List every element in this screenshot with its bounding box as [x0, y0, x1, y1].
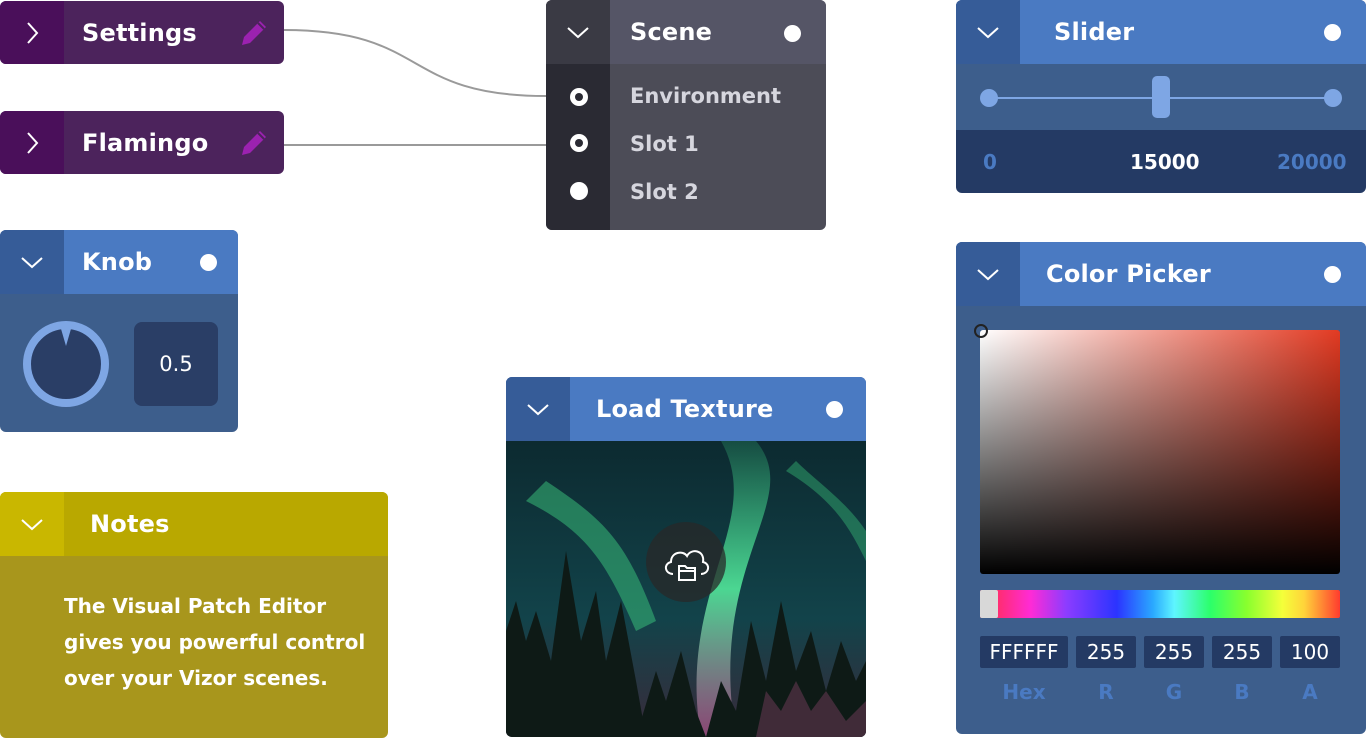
slider-min-end	[980, 89, 998, 107]
hue-handle[interactable]	[980, 590, 998, 618]
slot-port-environment[interactable]	[570, 88, 588, 106]
cloud-folder-icon	[665, 550, 709, 581]
expand-toggle-button[interactable]	[0, 1, 64, 64]
notes-node[interactable]: Notes The Visual Patch Editor gives you …	[0, 492, 388, 738]
green-input[interactable]: 255	[1144, 636, 1204, 668]
hex-label: Hex	[1002, 680, 1046, 704]
knob-value-field[interactable]: 0.5	[134, 322, 218, 406]
load-texture-node[interactable]: Load Texture	[506, 377, 866, 737]
knob-node[interactable]: Knob 0.5	[0, 230, 238, 432]
hue-slider[interactable]	[980, 590, 1340, 618]
node-title: Load Texture	[596, 395, 774, 423]
slot-label-slot-1: Slot 1	[630, 132, 699, 156]
upload-texture-button[interactable]	[646, 522, 726, 602]
color-picker-node[interactable]: Color Picker FFFFFF 255 255 255 100 Hex …	[956, 242, 1366, 734]
output-port[interactable]	[200, 254, 217, 271]
red-label: R	[1098, 680, 1114, 704]
chevron-down-icon	[21, 519, 43, 531]
node-title: Flamingo	[82, 128, 209, 157]
slider-max-label: 20000	[1277, 150, 1347, 174]
output-port[interactable]	[826, 401, 843, 418]
pencil-icon[interactable]	[238, 17, 270, 49]
node-title: Settings	[82, 18, 197, 47]
settings-node[interactable]: Settings	[0, 1, 284, 64]
blue-input[interactable]: 255	[1212, 636, 1272, 668]
notes-text[interactable]: The Visual Patch Editor gives you powerf…	[64, 588, 366, 696]
notes-line: gives you powerful control	[64, 630, 366, 654]
chevron-down-icon	[977, 27, 999, 39]
green-label: G	[1165, 680, 1183, 704]
chevron-right-icon	[27, 131, 39, 154]
collapse-toggle-button[interactable]	[0, 492, 64, 556]
hex-input[interactable]: FFFFFF	[980, 636, 1068, 668]
chevron-down-icon	[21, 257, 43, 269]
blue-label: B	[1234, 680, 1250, 704]
saturation-value-field[interactable]	[974, 324, 1340, 574]
slider-max-end	[1324, 89, 1342, 107]
slot-label-slot-2: Slot 2	[630, 180, 699, 204]
alpha-label: A	[1302, 680, 1318, 704]
notes-line: over your Vizor scenes.	[64, 666, 328, 690]
slider-track-area	[956, 64, 1366, 130]
collapse-toggle-button[interactable]	[546, 0, 610, 64]
chevron-right-icon	[27, 21, 39, 44]
slider-thumb[interactable]	[1152, 76, 1170, 118]
node-title: Color Picker	[1046, 260, 1211, 288]
collapse-toggle-button[interactable]	[506, 377, 570, 441]
node-title: Scene	[630, 18, 713, 46]
node-title: Knob	[82, 248, 153, 276]
node-title: Notes	[90, 510, 170, 538]
chevron-down-icon	[527, 404, 549, 416]
knob-dial[interactable]	[22, 320, 110, 408]
slider-node[interactable]: Slider 0 15000 20000	[956, 0, 1366, 193]
scene-node[interactable]: Scene Environment Slot 1 Slot 2	[546, 0, 826, 230]
output-port[interactable]	[1324, 24, 1341, 41]
alpha-input[interactable]: 100	[1280, 636, 1340, 668]
collapse-toggle-button[interactable]	[0, 230, 64, 294]
output-port[interactable]	[1324, 266, 1341, 283]
slot-port-slot-2[interactable]	[570, 182, 588, 200]
slider-min-label: 0	[983, 150, 997, 174]
color-cursor[interactable]	[974, 324, 988, 338]
notes-line: The Visual Patch Editor	[64, 594, 327, 618]
pencil-icon[interactable]	[238, 127, 270, 159]
collapse-toggle-button[interactable]	[956, 242, 1020, 306]
collapse-toggle-button[interactable]	[956, 0, 1020, 64]
expand-toggle-button[interactable]	[0, 111, 64, 174]
slot-port-slot-1[interactable]	[570, 134, 588, 152]
flamingo-node[interactable]: Flamingo	[0, 111, 284, 174]
slider-value-label: 15000	[1130, 150, 1200, 174]
slot-label-environment: Environment	[630, 84, 782, 108]
output-port[interactable]	[784, 25, 801, 42]
chevron-down-icon	[567, 27, 589, 39]
chevron-down-icon	[977, 269, 999, 281]
red-input[interactable]: 255	[1076, 636, 1136, 668]
node-title: Slider	[1054, 18, 1135, 46]
